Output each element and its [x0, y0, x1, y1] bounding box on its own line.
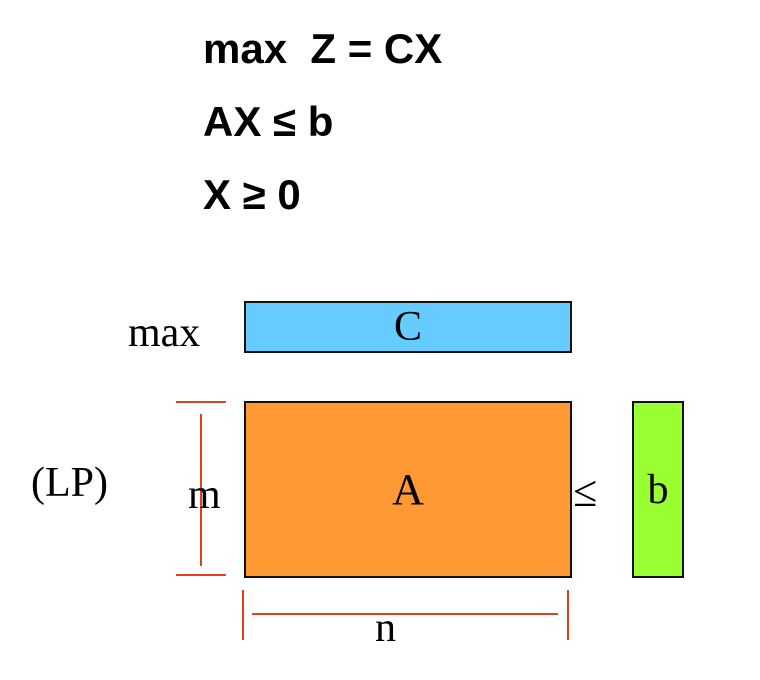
c-label: C	[393, 304, 422, 350]
m-dimension-bottom-tick	[176, 574, 226, 576]
n-dimension-left-tick	[242, 590, 244, 640]
constraint-equation: AX ≤ b	[203, 98, 334, 145]
leq-symbol: ≤	[573, 467, 598, 516]
a-matrix-box: A	[244, 401, 572, 578]
a-label: A	[392, 464, 424, 514]
m-label: m	[188, 472, 221, 518]
nonnegativity-equation: X ≥ 0	[203, 171, 301, 218]
lp-label: (LP)	[31, 460, 108, 506]
b-label: b	[647, 466, 669, 513]
objective-equation: max Z = CX	[203, 25, 443, 72]
n-dimension-line	[252, 613, 558, 615]
c-vector-box: C	[244, 301, 572, 353]
max-label: max	[128, 310, 201, 356]
b-vector-box: b	[632, 401, 684, 578]
m-dimension-line	[200, 414, 202, 566]
m-dimension-top-tick	[176, 401, 226, 403]
n-dimension-right-tick	[567, 590, 569, 640]
n-label: n	[375, 605, 396, 651]
